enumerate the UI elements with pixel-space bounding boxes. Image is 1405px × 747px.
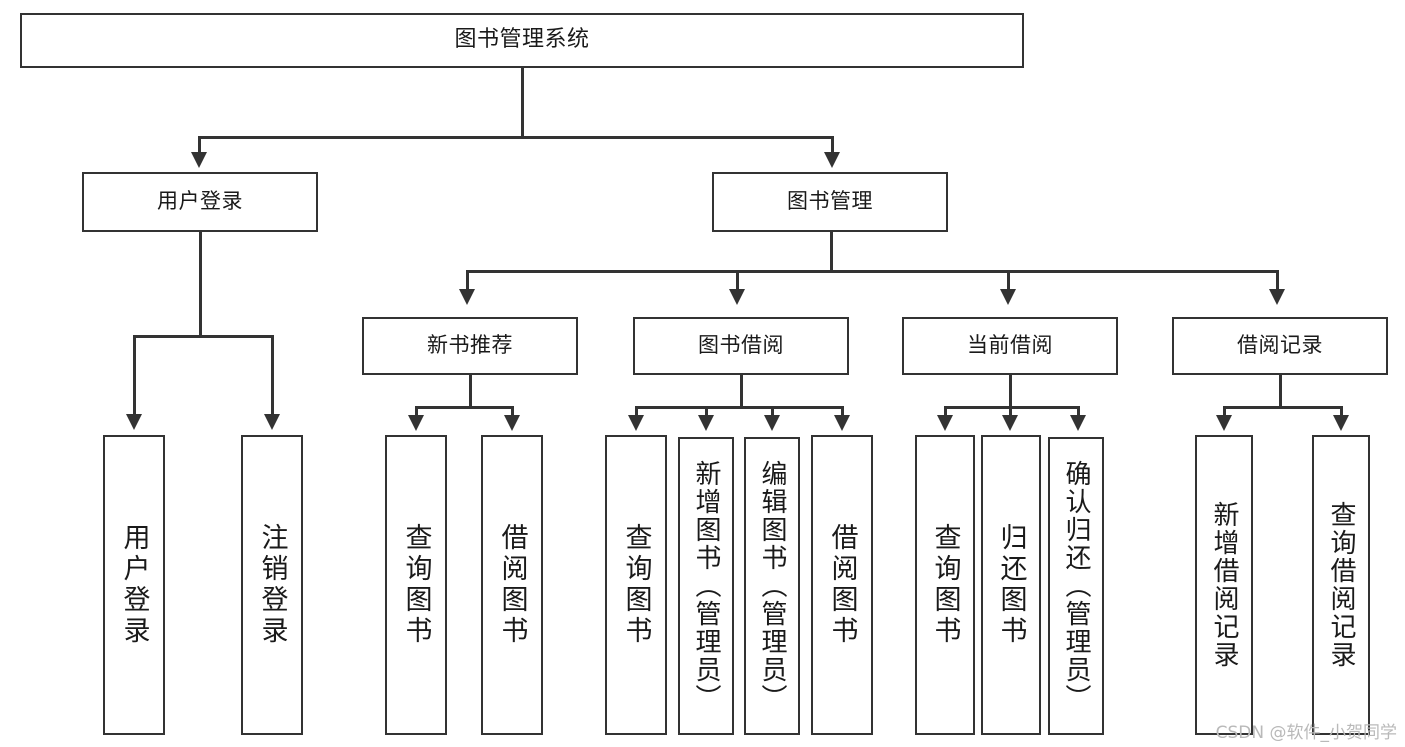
edge-bb-bus [635,406,843,409]
arrow-to-user-login [191,152,207,168]
node-leaf-add-record[interactable]: 新增借阅记录 [1195,435,1253,735]
node-label: 注销登录 [256,523,288,647]
node-user-login[interactable]: 用户登录 [82,172,318,232]
arrow-to-current-borrow [1000,289,1016,305]
node-leaf-query-book-1[interactable]: 查询图书 [385,435,447,735]
arrow-to-book-management [824,152,840,168]
edge-book-management-bus [466,270,1278,273]
node-label: 编辑图书（管理员） [757,460,787,712]
edge-bb-drop-4 [841,406,844,418]
edge-bm-drop-1 [466,270,469,292]
node-label: 查询借阅记录 [1326,501,1356,669]
csdn-watermark: CSDN @软件_小贺同学 [1215,723,1397,743]
node-label: 查询图书 [929,523,961,647]
arrow-leaf-user-logout [264,414,280,430]
edge-to-user-login [198,136,201,156]
node-leaf-confirm-return[interactable]: 确认归还（管理员） [1048,437,1104,735]
edge-br-drop-2 [1340,406,1343,418]
arrow-to-borrow-record [1269,289,1285,305]
edge-user-login-drop-1 [133,335,136,417]
node-leaf-query-book-3[interactable]: 查询图书 [915,435,975,735]
node-label: 新增借阅记录 [1209,501,1239,669]
edge-bm-drop-2 [736,270,739,292]
arrow-leaf-query-book-3 [937,415,953,431]
edge-cb-drop-2 [1009,406,1012,418]
edge-bb-drop-3 [771,406,774,418]
edge-bm-drop-3 [1007,270,1010,292]
node-label: 借阅记录 [1237,333,1323,358]
edge-book-management-stem [830,232,833,272]
edge-user-login-stem [199,232,202,336]
edge-cb-bus [944,406,1079,409]
arrow-leaf-borrow-book-1 [504,415,520,431]
node-leaf-query-record[interactable]: 查询借阅记录 [1312,435,1370,735]
node-label: 图书借阅 [698,333,784,358]
node-label: 查询图书 [400,523,432,647]
edge-user-login-bus [133,335,273,338]
node-current-borrow[interactable]: 当前借阅 [902,317,1118,375]
arrow-leaf-user-login [126,414,142,430]
arrow-to-new-book-recommend [459,289,475,305]
node-label: 当前借阅 [967,333,1053,358]
node-leaf-return-book[interactable]: 归还图书 [981,435,1041,735]
edge-root-stem [521,68,524,136]
arrow-leaf-return-book [1002,415,1018,431]
node-label: 用户登录 [157,189,243,214]
edge-bb-drop-2 [705,406,708,418]
edge-nbr-drop-2 [511,406,514,418]
node-label: 用户登录 [118,523,150,647]
node-label: 查询图书 [620,523,652,647]
node-label: 借阅图书 [826,523,858,647]
arrow-leaf-edit-book [764,415,780,431]
arrow-leaf-add-record [1216,415,1232,431]
arrow-leaf-borrow-book-2 [834,415,850,431]
edge-cb-stem [1009,375,1012,408]
edge-nbr-stem [469,375,472,408]
arrow-leaf-add-book [698,415,714,431]
arrow-leaf-query-book-2 [628,415,644,431]
node-leaf-query-book-2[interactable]: 查询图书 [605,435,667,735]
node-label: 新增图书（管理员） [691,460,721,712]
edge-nbr-bus [415,406,513,409]
edge-br-drop-1 [1223,406,1226,418]
node-label: 确认归还（管理员） [1061,460,1091,712]
node-label: 图书管理 [787,189,873,214]
edge-bm-drop-4 [1276,270,1279,292]
node-leaf-user-logout[interactable]: 注销登录 [241,435,303,735]
node-root-system[interactable]: 图书管理系统 [20,13,1024,68]
node-book-management[interactable]: 图书管理 [712,172,948,232]
node-new-book-recommend[interactable]: 新书推荐 [362,317,578,375]
arrow-leaf-query-book-1 [408,415,424,431]
node-label: 图书管理系统 [454,27,590,53]
node-book-borrow[interactable]: 图书借阅 [633,317,849,375]
edge-cb-drop-1 [944,406,947,418]
node-leaf-add-book[interactable]: 新增图书（管理员） [678,437,734,735]
edge-br-bus [1223,406,1342,409]
edge-root-bus [198,136,833,139]
edge-cb-drop-3 [1077,406,1080,418]
arrow-leaf-confirm-return [1070,415,1086,431]
edge-user-login-drop-2 [271,335,274,417]
node-leaf-edit-book[interactable]: 编辑图书（管理员） [744,437,800,735]
edge-to-book-management [831,136,834,156]
arrow-leaf-query-record [1333,415,1349,431]
node-leaf-borrow-book-2[interactable]: 借阅图书 [811,435,873,735]
node-leaf-user-login[interactable]: 用户登录 [103,435,165,735]
edge-nbr-drop-1 [415,406,418,418]
edge-bb-stem [740,375,743,408]
node-label: 归还图书 [995,523,1027,647]
node-label: 新书推荐 [427,333,513,358]
node-leaf-borrow-book-1[interactable]: 借阅图书 [481,435,543,735]
arrow-to-book-borrow [729,289,745,305]
edge-bb-drop-1 [635,406,638,418]
edge-br-stem [1279,375,1282,408]
node-label: 借阅图书 [496,523,528,647]
node-borrow-record[interactable]: 借阅记录 [1172,317,1388,375]
